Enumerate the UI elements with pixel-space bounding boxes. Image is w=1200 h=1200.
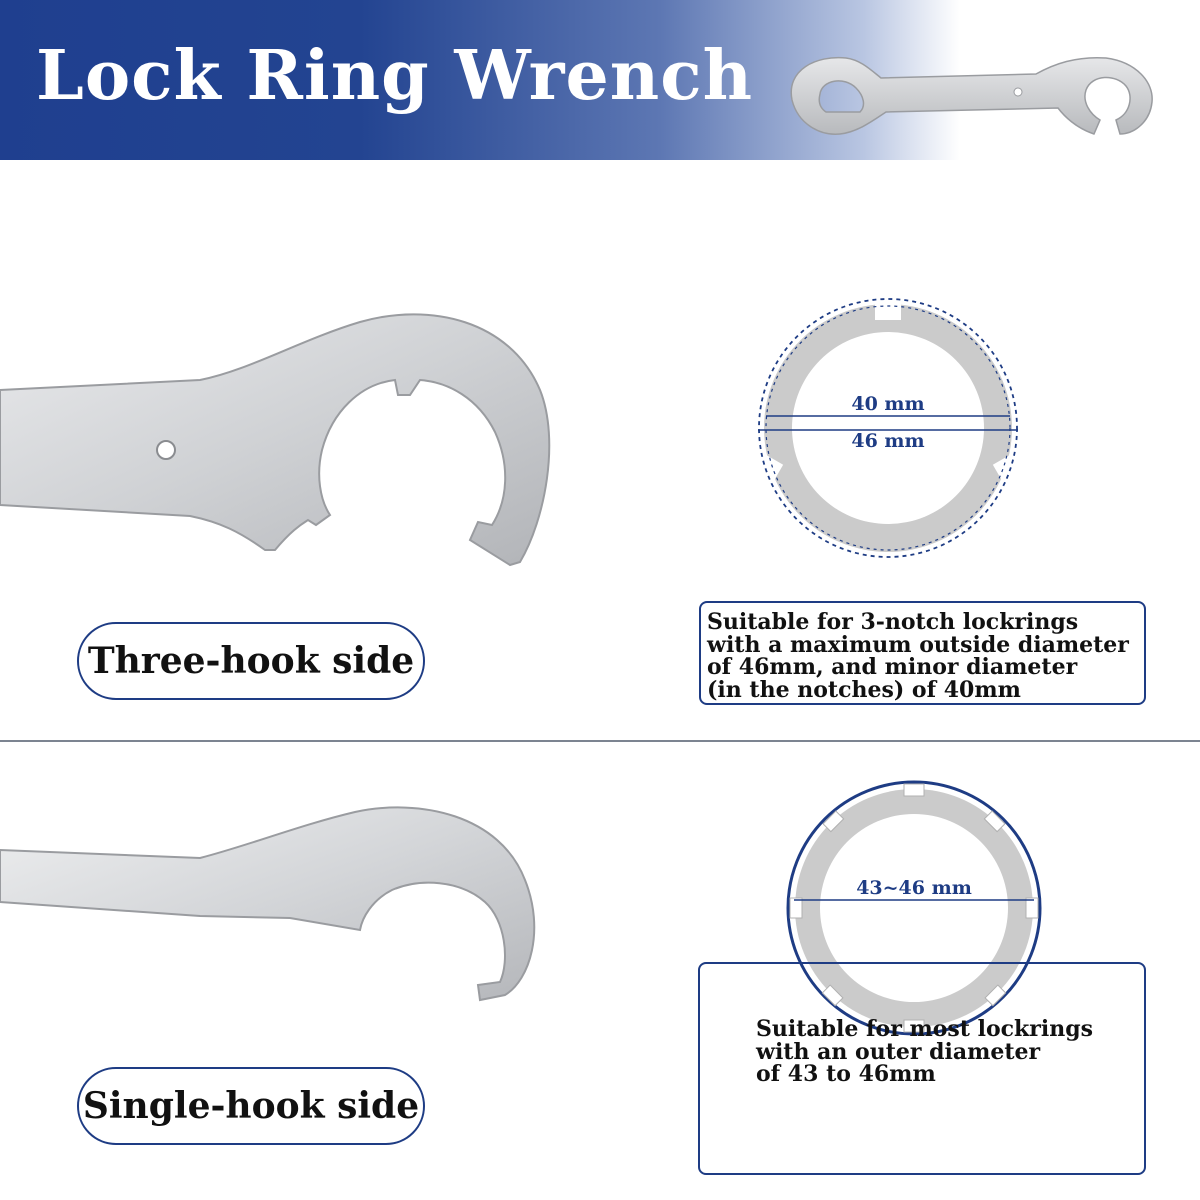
description-line: of 46mm, and minor diameter [707,654,1078,680]
page-title: Lock Ring Wrench [36,36,754,116]
three-notch-lockring-icon: 40 mm 46 mm [752,298,1024,558]
single-hook-side-label: Single-hook side [77,1067,425,1145]
description-line: Suitable for 3-notch lockrings [707,609,1079,635]
single-hook-description-box: Suitable for most lockrings with an oute… [698,962,1146,1175]
inner-diameter-label: 40 mm [851,393,924,415]
description-line: (in the notches) of 40mm [707,676,1021,703]
diameter-range-label: 43~46 mm [856,877,972,899]
section-divider [0,740,1200,742]
multi-notch-lockring-icon: 43~46 mm [786,780,1042,1036]
three-hook-description-box: Suitable for 3-notch lockrings with a ma… [699,601,1146,705]
single-hook-wrench-icon [0,806,536,1002]
outer-diameter-label: 46 mm [851,430,924,452]
description-line: with a maximum outside diameter [707,631,1129,658]
wrench-thumbnail-icon [790,56,1153,135]
three-hook-side-label: Three-hook side [77,622,425,700]
description-line: Suitable for most lockrings [756,1016,1093,1042]
three-hook-wrench-icon [0,313,551,567]
description-line: of 43 to 46mm [756,1061,936,1087]
description-line: with an outer diameter [756,1038,1041,1065]
